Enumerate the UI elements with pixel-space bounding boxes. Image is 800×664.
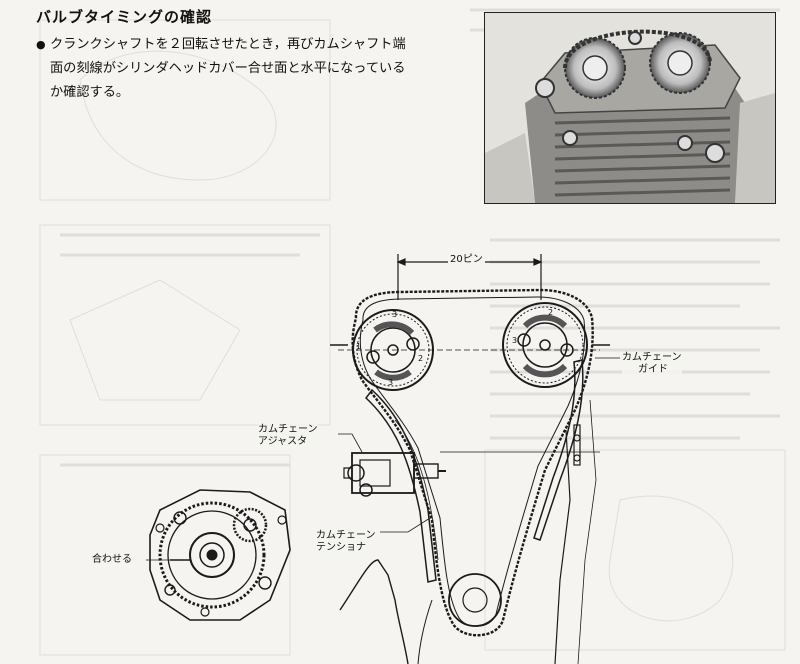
sprocket-right-mark-top: 2 [548, 308, 554, 317]
bullet-mark: ● [36, 38, 46, 51]
cam-chain-tensioner-label: カムチェーン テンショナ [316, 530, 376, 554]
section-heading: バルブタイミングの確認 [36, 8, 213, 26]
sprocket-left-mark-side: 1 [356, 342, 362, 351]
cam-chain-adjuster-label: カムチェーン アジャスタ [258, 424, 318, 448]
align-mark-label: 合わせる [92, 554, 132, 566]
pin-count-label: 20ピン [448, 250, 485, 265]
sprocket-right-mark-side: 3 [512, 336, 518, 345]
paragraph-line-3: か確認する。 [50, 85, 130, 100]
sprocket-left-mark-top: 3 [392, 310, 398, 319]
paragraph-line-1: ●クランクシャフトを２回転させたとき，再びカムシャフト端 [36, 33, 476, 57]
instruction-paragraph: ●クランクシャフトを２回転させたとき，再びカムシャフト端 面の刻線がシリンダヘッ… [36, 33, 476, 105]
cam-chain-guide-label: カムチェーン ガイド [622, 352, 682, 376]
sprocket-left-mark-bottom: 3 [388, 378, 394, 387]
cylinder-head-photo [484, 12, 776, 204]
paragraph-line-2: 面の刻線がシリンダヘッドカバー合せ面と水平になっている [50, 61, 406, 76]
sprocket-left-mark-right: 2 [418, 354, 424, 363]
